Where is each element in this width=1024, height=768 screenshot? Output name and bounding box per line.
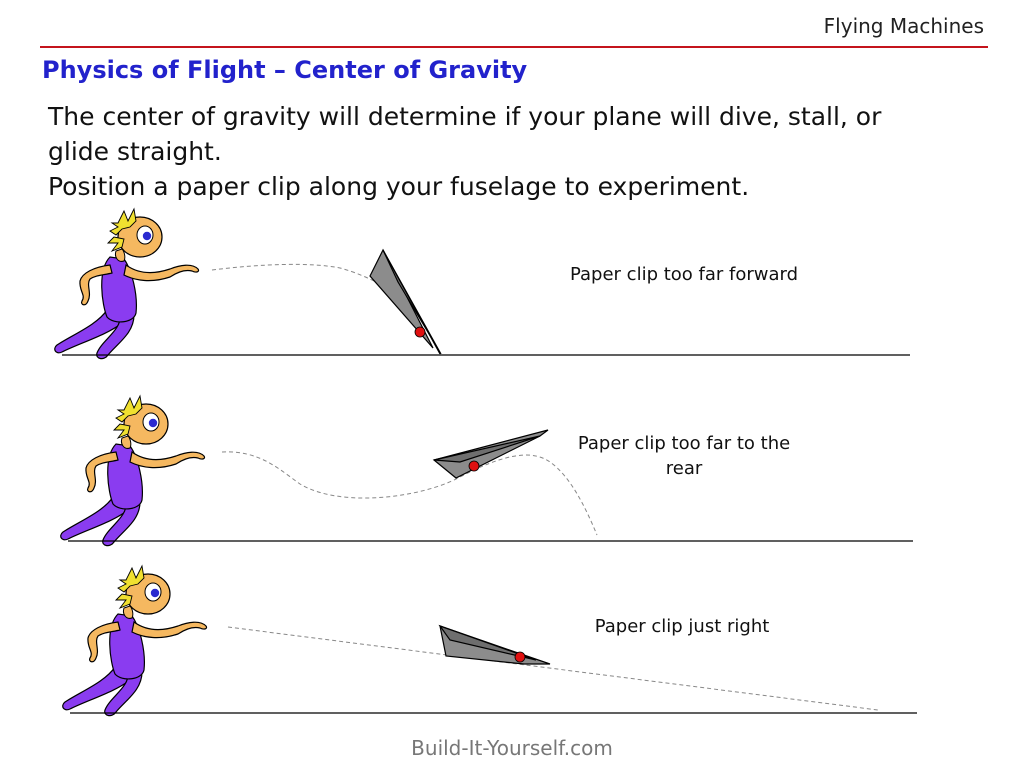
flight-path-stall: [221, 451, 598, 536]
flight-path-dive: [211, 263, 377, 283]
header-rule: [40, 46, 988, 48]
caption-too-far-forward: Paper clip too far forward: [569, 264, 799, 285]
footer-site-name: Build-It-Yourself.com: [411, 736, 613, 760]
body-line-2: Position a paper clip along your fuselag…: [48, 172, 750, 201]
header-section-title: Flying Machines: [823, 14, 984, 38]
caption-just-right: Paper clip just right: [594, 616, 770, 637]
paper-clip-marker-dive: [414, 326, 426, 338]
person-thrower-icon: [62, 565, 208, 717]
slide-body: The center of gravity will determine if …: [48, 99, 928, 204]
person-thrower-icon: [60, 395, 206, 547]
slide-title: Physics of Flight – Center of Gravity: [42, 56, 528, 84]
paper-plane-dive-icon: [369, 248, 442, 355]
paper-clip-marker-glide: [514, 651, 526, 663]
paper-plane-stall-icon: [432, 429, 549, 479]
caption-too-far-rear: Paper clip too far to the rear: [577, 433, 791, 479]
flight-path-glide: [227, 626, 879, 711]
body-line-1: The center of gravity will determine if …: [48, 102, 882, 166]
paper-clip-marker-stall: [468, 460, 480, 472]
paper-plane-glide-icon: [438, 624, 551, 665]
person-thrower-icon: [54, 208, 200, 360]
